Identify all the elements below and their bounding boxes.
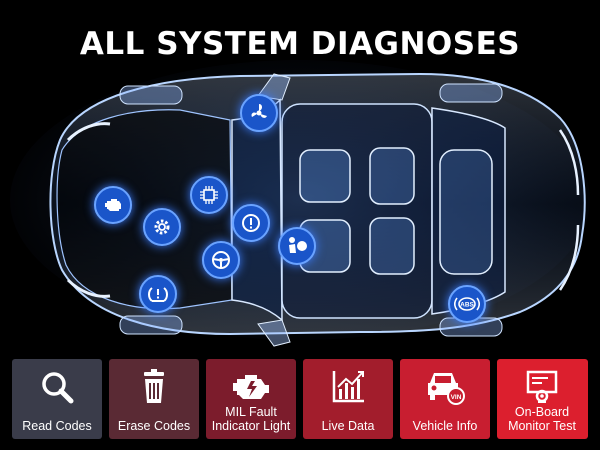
fan-badge[interactable]: [240, 94, 278, 132]
vehicle-info-label: Vehicle Info: [412, 419, 478, 433]
engine-icon: [105, 199, 121, 211]
fan-icon: [251, 104, 267, 118]
chip-badge[interactable]: [190, 176, 228, 214]
abs-icon: ABS: [454, 297, 480, 311]
airbag-icon: [289, 237, 307, 253]
on-board-monitor-button[interactable]: On-Board Monitor Test: [497, 359, 588, 439]
engine-warning-icon: [206, 369, 296, 405]
airbag-badge[interactable]: [278, 227, 316, 265]
mil-fault-label: MIL Fault Indicator Light: [211, 405, 291, 433]
live-data-button[interactable]: Live Data: [303, 359, 393, 439]
engine-badge[interactable]: [94, 186, 132, 224]
live-data-label: Live Data: [321, 419, 375, 433]
tire-pressure-icon: [148, 287, 168, 302]
trash-icon: [109, 369, 199, 405]
gear-badge[interactable]: [143, 208, 181, 246]
read-codes-label: Read Codes: [22, 419, 92, 433]
magnifier-icon: [12, 369, 102, 405]
tire-pressure-badge[interactable]: [139, 275, 177, 313]
gear-icon: [154, 219, 170, 235]
erase-codes-label: Erase Codes: [117, 419, 191, 433]
steering-wheel-icon: [212, 251, 230, 269]
abs-badge[interactable]: ABS: [448, 285, 486, 323]
chart-icon: [303, 369, 393, 405]
page-title: ALL SYSTEM DIAGNOSES: [79, 26, 521, 62]
mil-fault-button[interactable]: MIL Fault Indicator Light: [206, 359, 296, 439]
vehicle-info-button[interactable]: VIN Vehicle Info: [400, 359, 490, 439]
erase-codes-button[interactable]: Erase Codes: [109, 359, 199, 439]
warning-icon: [242, 214, 260, 232]
function-tiles: Read Codes Erase Codes MIL Fault Indicat…: [12, 359, 588, 439]
chip-icon: [200, 186, 218, 204]
car-vin-icon: VIN: [400, 369, 490, 405]
monitor-test-icon: [497, 369, 587, 405]
steering-wheel-badge[interactable]: [202, 241, 240, 279]
warning-badge[interactable]: [232, 204, 270, 242]
vin-label: VIN: [451, 394, 462, 401]
on-board-monitor-label: On-Board Monitor Test: [508, 405, 576, 433]
abs-label: ABS: [460, 302, 474, 309]
read-codes-button[interactable]: Read Codes: [12, 359, 102, 439]
